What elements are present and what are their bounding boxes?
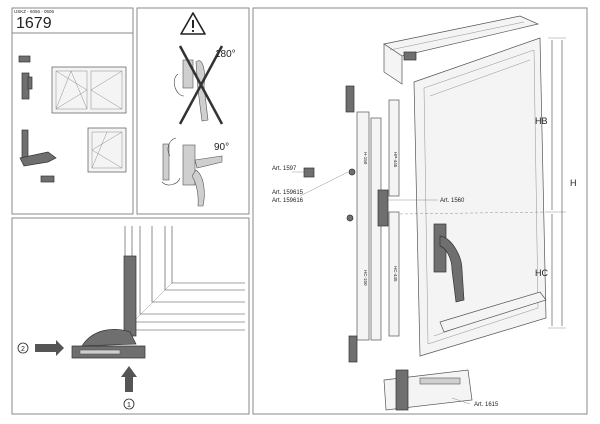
single-window-icon [87, 127, 127, 173]
rotation-forbidden-label: 180° [215, 49, 236, 60]
bottom-frame-rail [383, 291, 547, 411]
rod-label-lower-left: HC-150 [363, 270, 368, 286]
dimension-h: H [570, 178, 577, 188]
hinge-assembly [71, 255, 146, 359]
top-frame-rail [383, 15, 540, 85]
dimension-hb: HB [535, 116, 548, 126]
lock-parts [303, 85, 389, 363]
callout-art-1615: Art. 1615 [474, 402, 499, 408]
locking-rods [356, 99, 400, 341]
callout-art-1597: Art. 1597 [272, 166, 297, 172]
callout-art-159615: Art. 159615 [272, 190, 304, 196]
window-sash [413, 37, 547, 357]
dimension-hc: HC [535, 268, 548, 278]
rod-label-lower-right: HC-445 [393, 266, 398, 282]
window-corner-frame [124, 226, 245, 331]
rod-label-upper-right: HP-445 [393, 152, 398, 168]
step-1-number: 1 [127, 402, 131, 409]
dimension-lines [399, 37, 566, 329]
callout-art-159616: Art. 159616 [272, 198, 304, 204]
overview-hinge-icon [19, 129, 57, 183]
code-line: USKZ - 6056 - 0606 [14, 9, 55, 14]
panel-overview [11, 7, 134, 215]
warning-triangle-icon [180, 12, 206, 35]
panel-hinge-install [11, 217, 250, 415]
forbidden-rotation-handle [173, 59, 209, 122]
rod-label-upper-left: H-150 [363, 152, 368, 165]
model-number: 1679 [16, 15, 52, 32]
panel-exploded-view [252, 7, 588, 415]
allowed-rotation-handle [161, 137, 223, 207]
double-window-icon [51, 66, 127, 114]
panel-warning [136, 7, 250, 215]
callout-art-1560: Art. 1560 [440, 198, 465, 204]
overview-handle-icon [18, 55, 33, 100]
install-arrow-2: 2 [17, 340, 64, 356]
forbidden-cross-icon [178, 45, 224, 125]
install-arrow-1: 1 [121, 366, 137, 410]
step-2-number: 2 [21, 346, 25, 353]
window-handle [433, 223, 465, 303]
rotation-allowed-label: 90° [214, 142, 229, 153]
